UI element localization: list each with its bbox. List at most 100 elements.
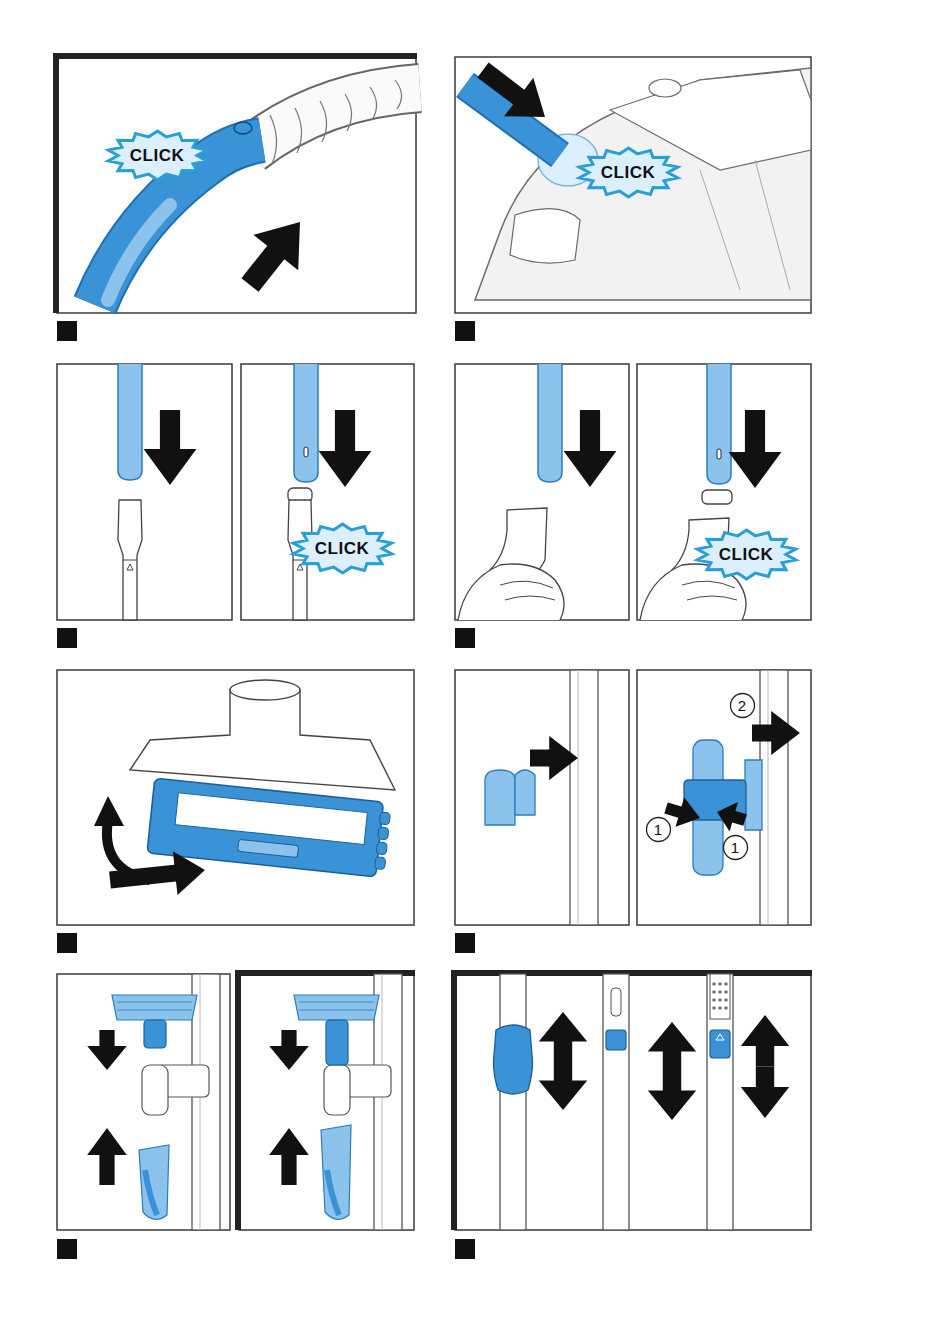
motion-arrow <box>241 222 300 292</box>
tilt-arrow-head <box>94 796 124 826</box>
release-button <box>606 1030 626 1050</box>
motion-arrow <box>87 1030 127 1070</box>
brush-tool-neck <box>144 1020 166 1048</box>
brush-clip <box>376 842 387 855</box>
grip-dot <box>718 998 722 1002</box>
motion-arrow <box>87 1128 127 1185</box>
circle-outline <box>730 693 754 717</box>
motion-arrow <box>717 802 747 832</box>
motion-arrow <box>269 1128 309 1185</box>
motion-arrow <box>319 410 372 487</box>
motion-arrow <box>648 1022 696 1071</box>
panel-frame <box>455 364 629 620</box>
motion-arrow <box>530 736 578 780</box>
clip-holder <box>142 1065 168 1115</box>
brush-clip <box>378 827 389 840</box>
grip-dot <box>712 998 716 1002</box>
pipe-joint <box>123 560 137 561</box>
extension-tube <box>760 670 788 925</box>
starburst-outline <box>579 148 677 197</box>
callout-number: 1 <box>646 817 671 842</box>
extension-tube <box>570 670 598 925</box>
motion-arrow <box>741 1067 789 1119</box>
panel-frame <box>455 974 811 1230</box>
hose-handle-figure <box>95 80 420 305</box>
callout-number: 1 <box>723 835 748 860</box>
tube-highlight <box>382 974 383 1230</box>
lock-symbol <box>127 564 133 570</box>
step-marker <box>57 321 77 341</box>
finger-line <box>500 581 555 600</box>
extension-tube <box>500 974 526 1230</box>
panel-frame <box>455 57 811 313</box>
dial <box>649 79 681 97</box>
nozzle-neck <box>230 680 300 700</box>
hose-rib <box>345 94 352 131</box>
step-marker <box>57 1239 77 1259</box>
carry-grip <box>510 209 580 263</box>
motion-arrow <box>752 711 800 755</box>
tube-highlight <box>578 670 579 925</box>
starburst-outline <box>293 524 391 573</box>
motion-arrow <box>477 63 545 117</box>
circle-outline <box>723 835 747 859</box>
release-button <box>710 1030 730 1058</box>
hose-rib <box>270 115 277 164</box>
click-burst: CLICK <box>696 530 797 579</box>
click-burst: CLICK <box>578 148 679 197</box>
panel-frame <box>455 670 629 925</box>
nozzle-body <box>130 690 395 790</box>
panel-frame <box>57 670 414 925</box>
click-burst: CLICK <box>292 524 393 573</box>
panel-frame-shadow <box>454 973 812 1230</box>
tube <box>294 364 318 482</box>
clip-holder <box>485 770 515 825</box>
motion-arrow <box>729 410 782 488</box>
motion-arrow <box>109 851 205 895</box>
extension-tube <box>374 974 402 1230</box>
click-burst: CLICK <box>107 131 208 180</box>
hand <box>458 564 564 620</box>
handle-highlight <box>108 205 170 300</box>
step-marker <box>57 628 77 648</box>
finger-line <box>682 581 737 600</box>
hose <box>250 88 420 150</box>
brush-tool-neck <box>326 1020 348 1065</box>
motion-arrow <box>539 1061 587 1110</box>
grip-dot <box>724 998 728 1002</box>
step-marker <box>455 321 475 341</box>
grip-dot <box>712 982 716 986</box>
motion-arrow <box>664 797 700 827</box>
hose-rib <box>320 101 327 142</box>
release-slot <box>611 988 621 1016</box>
starburst-outline <box>697 530 795 579</box>
grip-dot <box>724 990 728 994</box>
hose-rib <box>395 80 402 109</box>
step-marker <box>455 933 475 953</box>
grip-pad <box>710 974 730 1019</box>
panel-frame <box>637 364 811 620</box>
callout-number-text: 2 <box>738 698 746 713</box>
panel-frame <box>57 974 230 1230</box>
grip-dot <box>718 982 722 986</box>
housing-line <box>700 160 790 290</box>
tube <box>707 364 731 484</box>
tube <box>118 364 142 480</box>
grip-dot <box>718 990 722 994</box>
tube-slot <box>304 447 308 457</box>
hose-outline <box>250 88 420 150</box>
motion-arrow <box>539 1012 587 1061</box>
panel-frame-shadow <box>238 973 415 1230</box>
lock-symbol <box>716 1034 724 1040</box>
crevice-tool <box>139 1145 169 1219</box>
tube-highlight <box>768 670 769 925</box>
click-label: CLICK <box>130 147 184 164</box>
panel-frame <box>637 670 811 925</box>
circle-outline <box>646 817 670 841</box>
crevice-stripe <box>327 1170 339 1215</box>
grip-dot <box>724 1006 728 1010</box>
tube-slot <box>717 449 721 459</box>
step-marker <box>455 1239 475 1259</box>
